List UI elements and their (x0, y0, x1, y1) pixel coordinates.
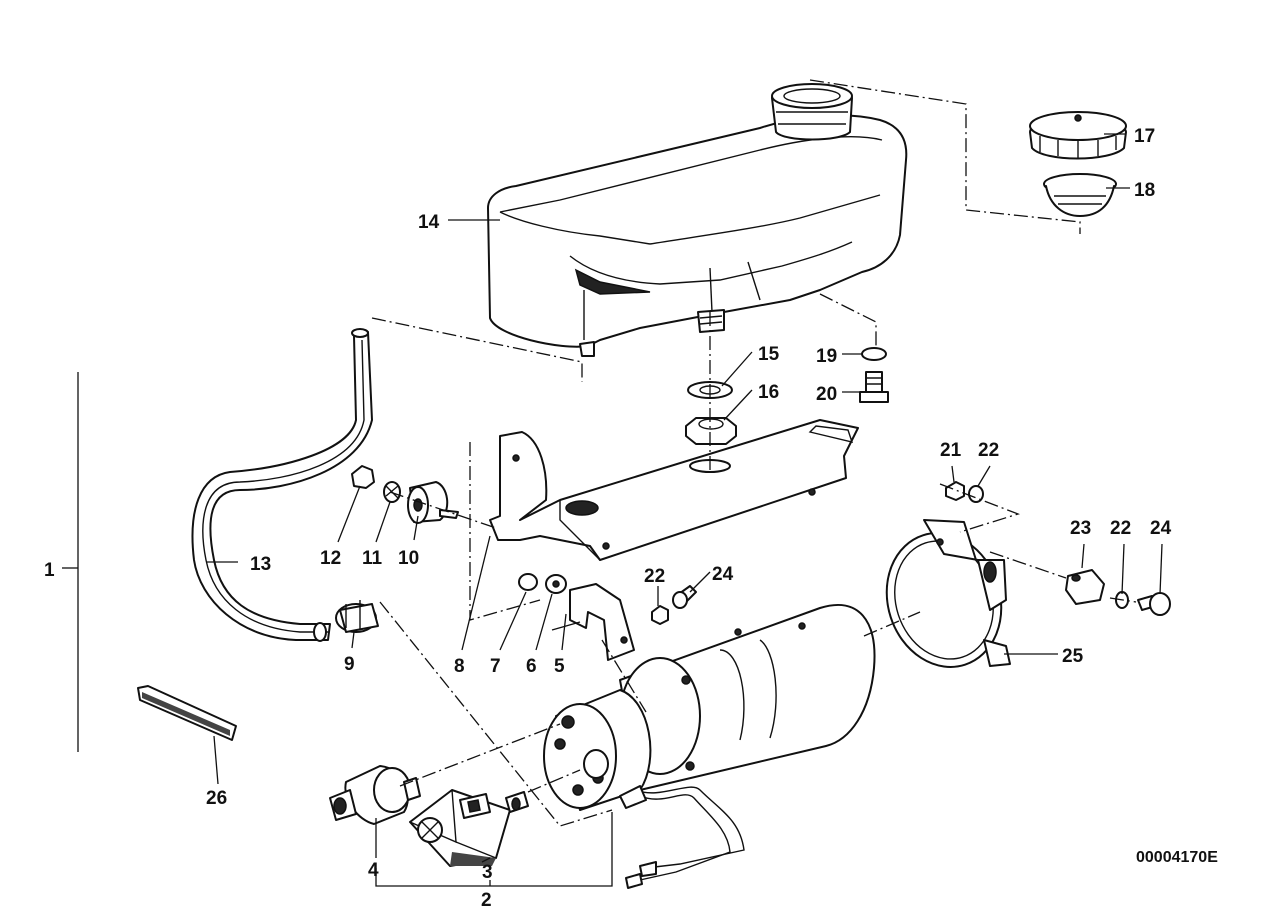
callout-22-top: 22 (978, 440, 999, 461)
callout-11: 11 (362, 548, 383, 569)
callout-9: 9 (344, 654, 355, 675)
washer-7 (518, 573, 538, 591)
callout-4: 4 (368, 860, 379, 881)
washer-22-top (968, 485, 984, 503)
electrical-connector-3 (409, 789, 529, 867)
callout-25: 25 (1062, 646, 1084, 667)
assembly-lines (371, 79, 1137, 827)
callout-1: 1 (44, 560, 55, 581)
callout-26: 26 (206, 788, 227, 809)
clamp-band-25 (885, 519, 1011, 668)
callout-20: 20 (816, 384, 837, 405)
callout-3: 3 (482, 862, 493, 883)
foam-strip-26 (137, 685, 237, 741)
callout-labels: 1 2 3 4 5 6 7 8 9 10 11 12 13 14 15 16 1… (44, 126, 1218, 910)
nut-6 (545, 574, 567, 594)
callout-6: 6 (526, 656, 537, 677)
callout-13: 13 (250, 554, 271, 575)
callout-22-right: 22 (1110, 518, 1131, 539)
callout-22-center: 22 (644, 566, 665, 587)
reservoir-tank (487, 83, 908, 357)
mounting-bracket (489, 419, 859, 561)
sleeve-23 (1065, 569, 1105, 605)
drawing-reference-code: 00004170E (1136, 849, 1218, 866)
callout-2: 2 (481, 890, 492, 910)
callout-14: 14 (418, 212, 440, 233)
pressure-switch-4 (329, 765, 421, 825)
hose (191, 328, 373, 642)
callout-10: 10 (398, 548, 419, 569)
rubber-mount-10 (407, 481, 459, 524)
nut-21 (945, 481, 965, 501)
callout-15: 15 (758, 344, 780, 365)
callout-7: 7 (490, 656, 501, 677)
callout-8: 8 (454, 656, 465, 677)
callout-5: 5 (554, 656, 565, 677)
callout-12: 12 (320, 548, 341, 569)
callout-23: 23 (1070, 518, 1091, 539)
strainer-insert (1043, 173, 1117, 217)
washer-19 (861, 347, 887, 361)
pump-motor (543, 603, 876, 889)
nut-22-center (651, 605, 669, 625)
leader-lines (62, 133, 1163, 887)
filler-cap (1029, 111, 1127, 160)
bolt-20 (859, 371, 889, 403)
washer-11 (383, 481, 401, 503)
bracket-5 (551, 583, 635, 661)
callout-24-right: 24 (1150, 518, 1172, 539)
nut-16 (685, 417, 737, 445)
callout-17: 17 (1134, 126, 1155, 147)
callout-21: 21 (940, 440, 962, 461)
callout-24-center: 24 (712, 564, 734, 585)
hose-clamp-9 (335, 600, 379, 633)
callout-19: 19 (816, 346, 837, 367)
callout-18: 18 (1134, 180, 1155, 201)
screw-24-right (1137, 592, 1171, 616)
callout-16: 16 (758, 382, 779, 403)
nut-12 (351, 465, 375, 489)
